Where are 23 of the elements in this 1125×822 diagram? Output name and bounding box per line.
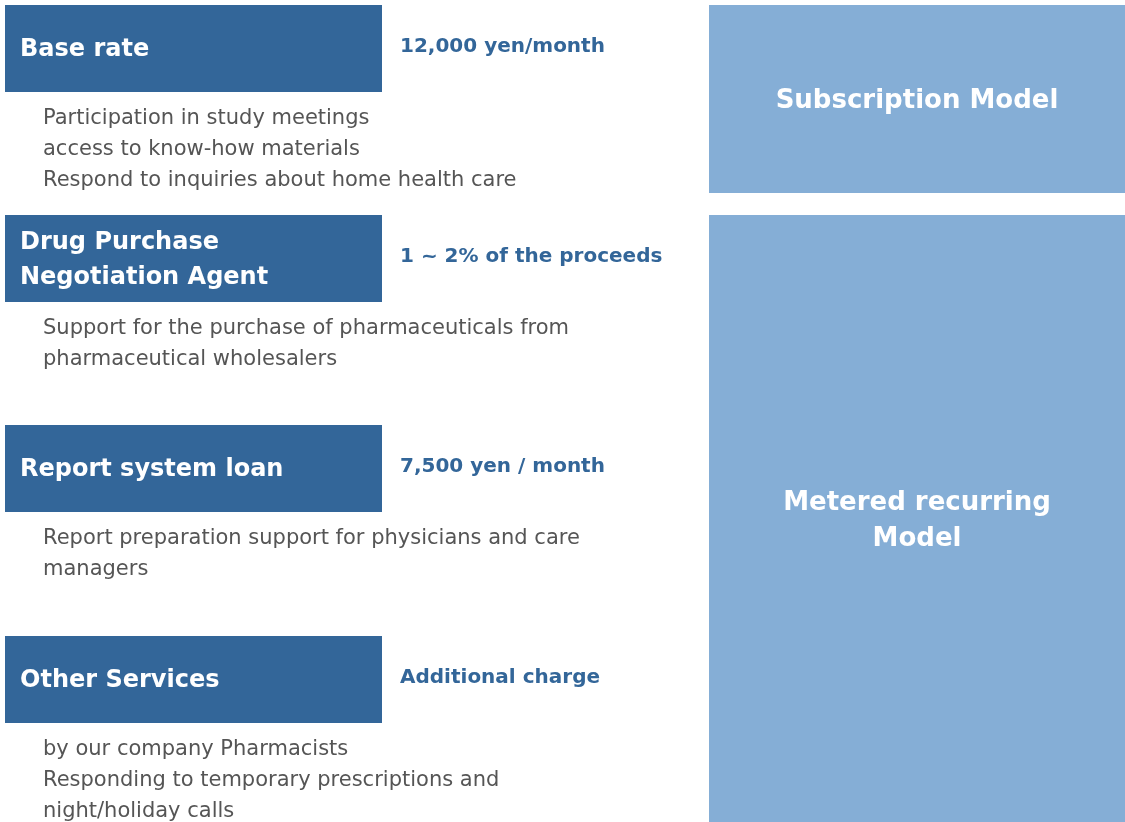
service-description: Participation in study meetings [43,104,371,131]
service-name: Base rate [20,33,150,64]
service-description: by our company Pharmacists [43,735,350,762]
service-header-box [5,215,382,302]
service-description: Responding to temporary prescriptions and night/holiday calls [43,766,501,822]
pricing-model-panel [709,5,1125,193]
service-header-box [5,425,382,512]
service-description: Report preparation support for physicians and care managers [43,524,581,582]
price-text: 12,000 yen/month [400,33,605,57]
service-description: access to know-how materials [43,135,361,162]
pricing-model-panel [709,215,1125,822]
service-name: Drug Purchase Negotiation Agent [20,225,270,292]
service-description: Respond to inquiries about home health care [43,166,518,193]
model-name: Metered recurring Model [782,484,1052,554]
service-name: Other Services [20,664,220,695]
model-name: Subscription Model [774,83,1060,116]
price-text: 1 ~ 2% of the proceeds [400,243,663,267]
service-header-box [5,636,382,723]
service-name: Report system loan [20,453,284,484]
service-description: Support for the purchase of pharmaceuticals from pharmaceutical wholesalers [43,314,571,372]
price-text: Additional charge [400,664,600,688]
price-text: 7,500 yen / month [400,453,605,477]
service-header-box [5,5,382,92]
